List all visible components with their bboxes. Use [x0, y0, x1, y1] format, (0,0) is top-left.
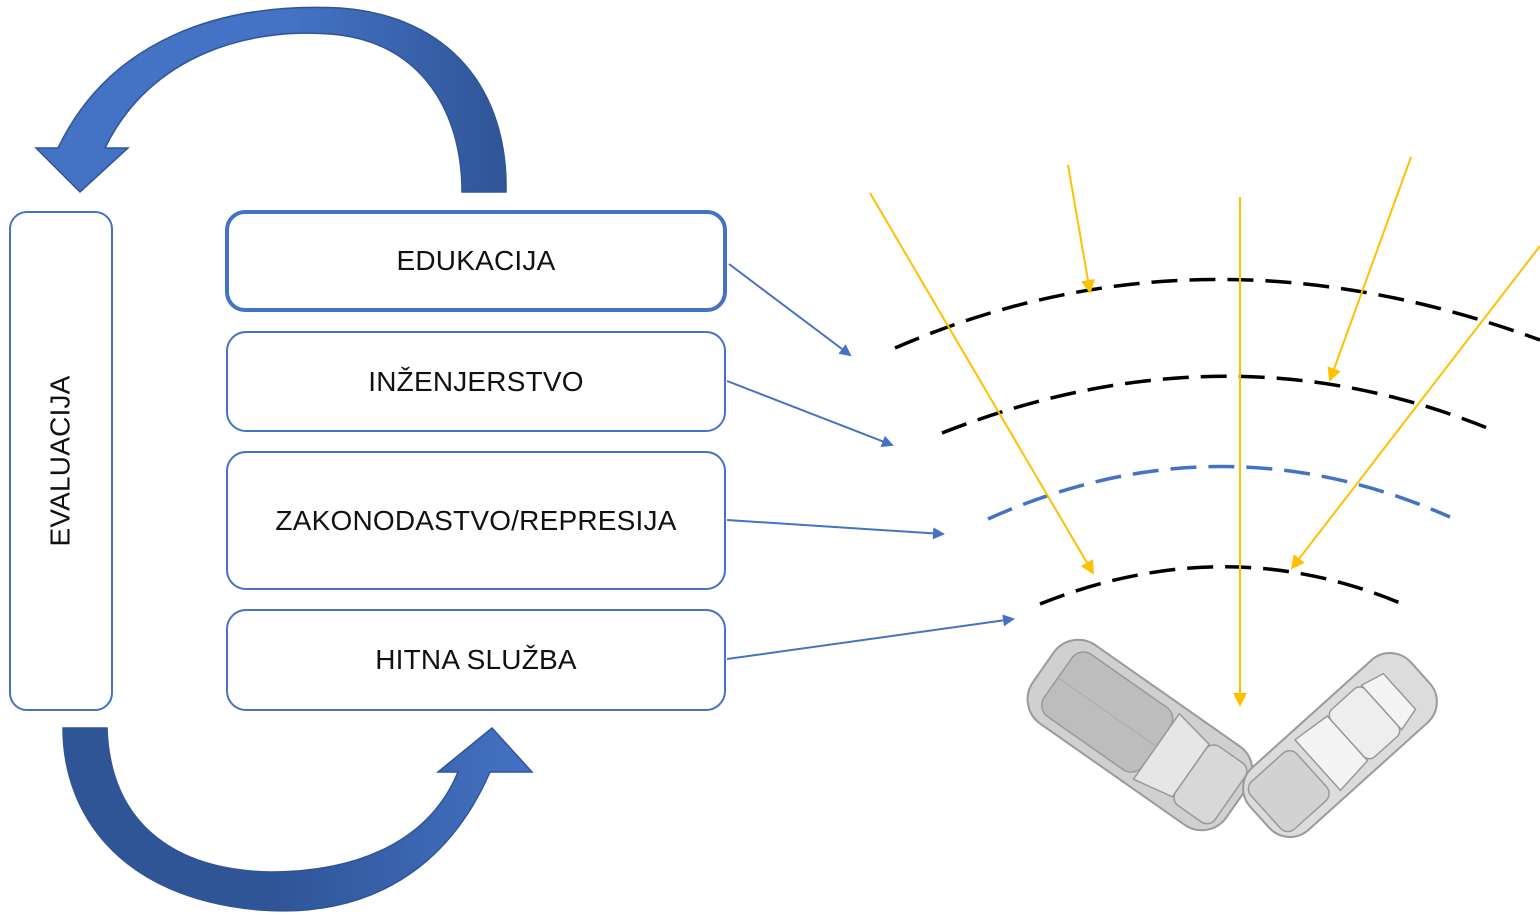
box-inzenjerstvo-label: INŽENJERSTVO [368, 365, 584, 397]
force-arrow-5 [1290, 245, 1540, 570]
connector-hitna [726, 614, 1015, 660]
box-evaluacija: EVALUACIJA [9, 211, 113, 711]
box-zakonodastvo: ZAKONODASTVO/REPRESIJA [226, 451, 726, 590]
box-evaluacija-label: EVALUACIJA [45, 375, 76, 547]
box-hitna-sluzba-label: HITNA SLUŽBA [375, 644, 577, 675]
connector-edukacija [728, 263, 852, 357]
box-hitna-sluzba: HITNA SLUŽBA [226, 609, 726, 711]
box-edukacija-label: EDUKACIJA [396, 245, 556, 276]
box-edukacija: EDUKACIJA [225, 210, 727, 312]
barrier-line-1 [894, 277, 1540, 350]
car-crash-icon [1026, 638, 1438, 838]
box-zakonodastvo-label: ZAKONODASTVO/REPRESIJA [275, 504, 677, 536]
connector-zakonodastvo [726, 519, 945, 540]
car-right-icon [1242, 652, 1438, 838]
force-arrow-4 [1327, 156, 1412, 382]
force-arrow-2 [1067, 164, 1095, 294]
connector-inzenjerstvo [726, 380, 894, 447]
car-left-icon [1026, 638, 1254, 832]
barrier-line-2 [941, 374, 1498, 435]
cycle-arrow-bottom-icon [62, 726, 534, 912]
barrier-line-3 [987, 464, 1451, 521]
box-inzenjerstvo: INŽENJERSTVO [226, 331, 726, 432]
cycle-arrow-top-icon [34, 6, 507, 194]
force-arrow-1 [869, 192, 1095, 575]
barrier-line-4 [1039, 565, 1401, 606]
